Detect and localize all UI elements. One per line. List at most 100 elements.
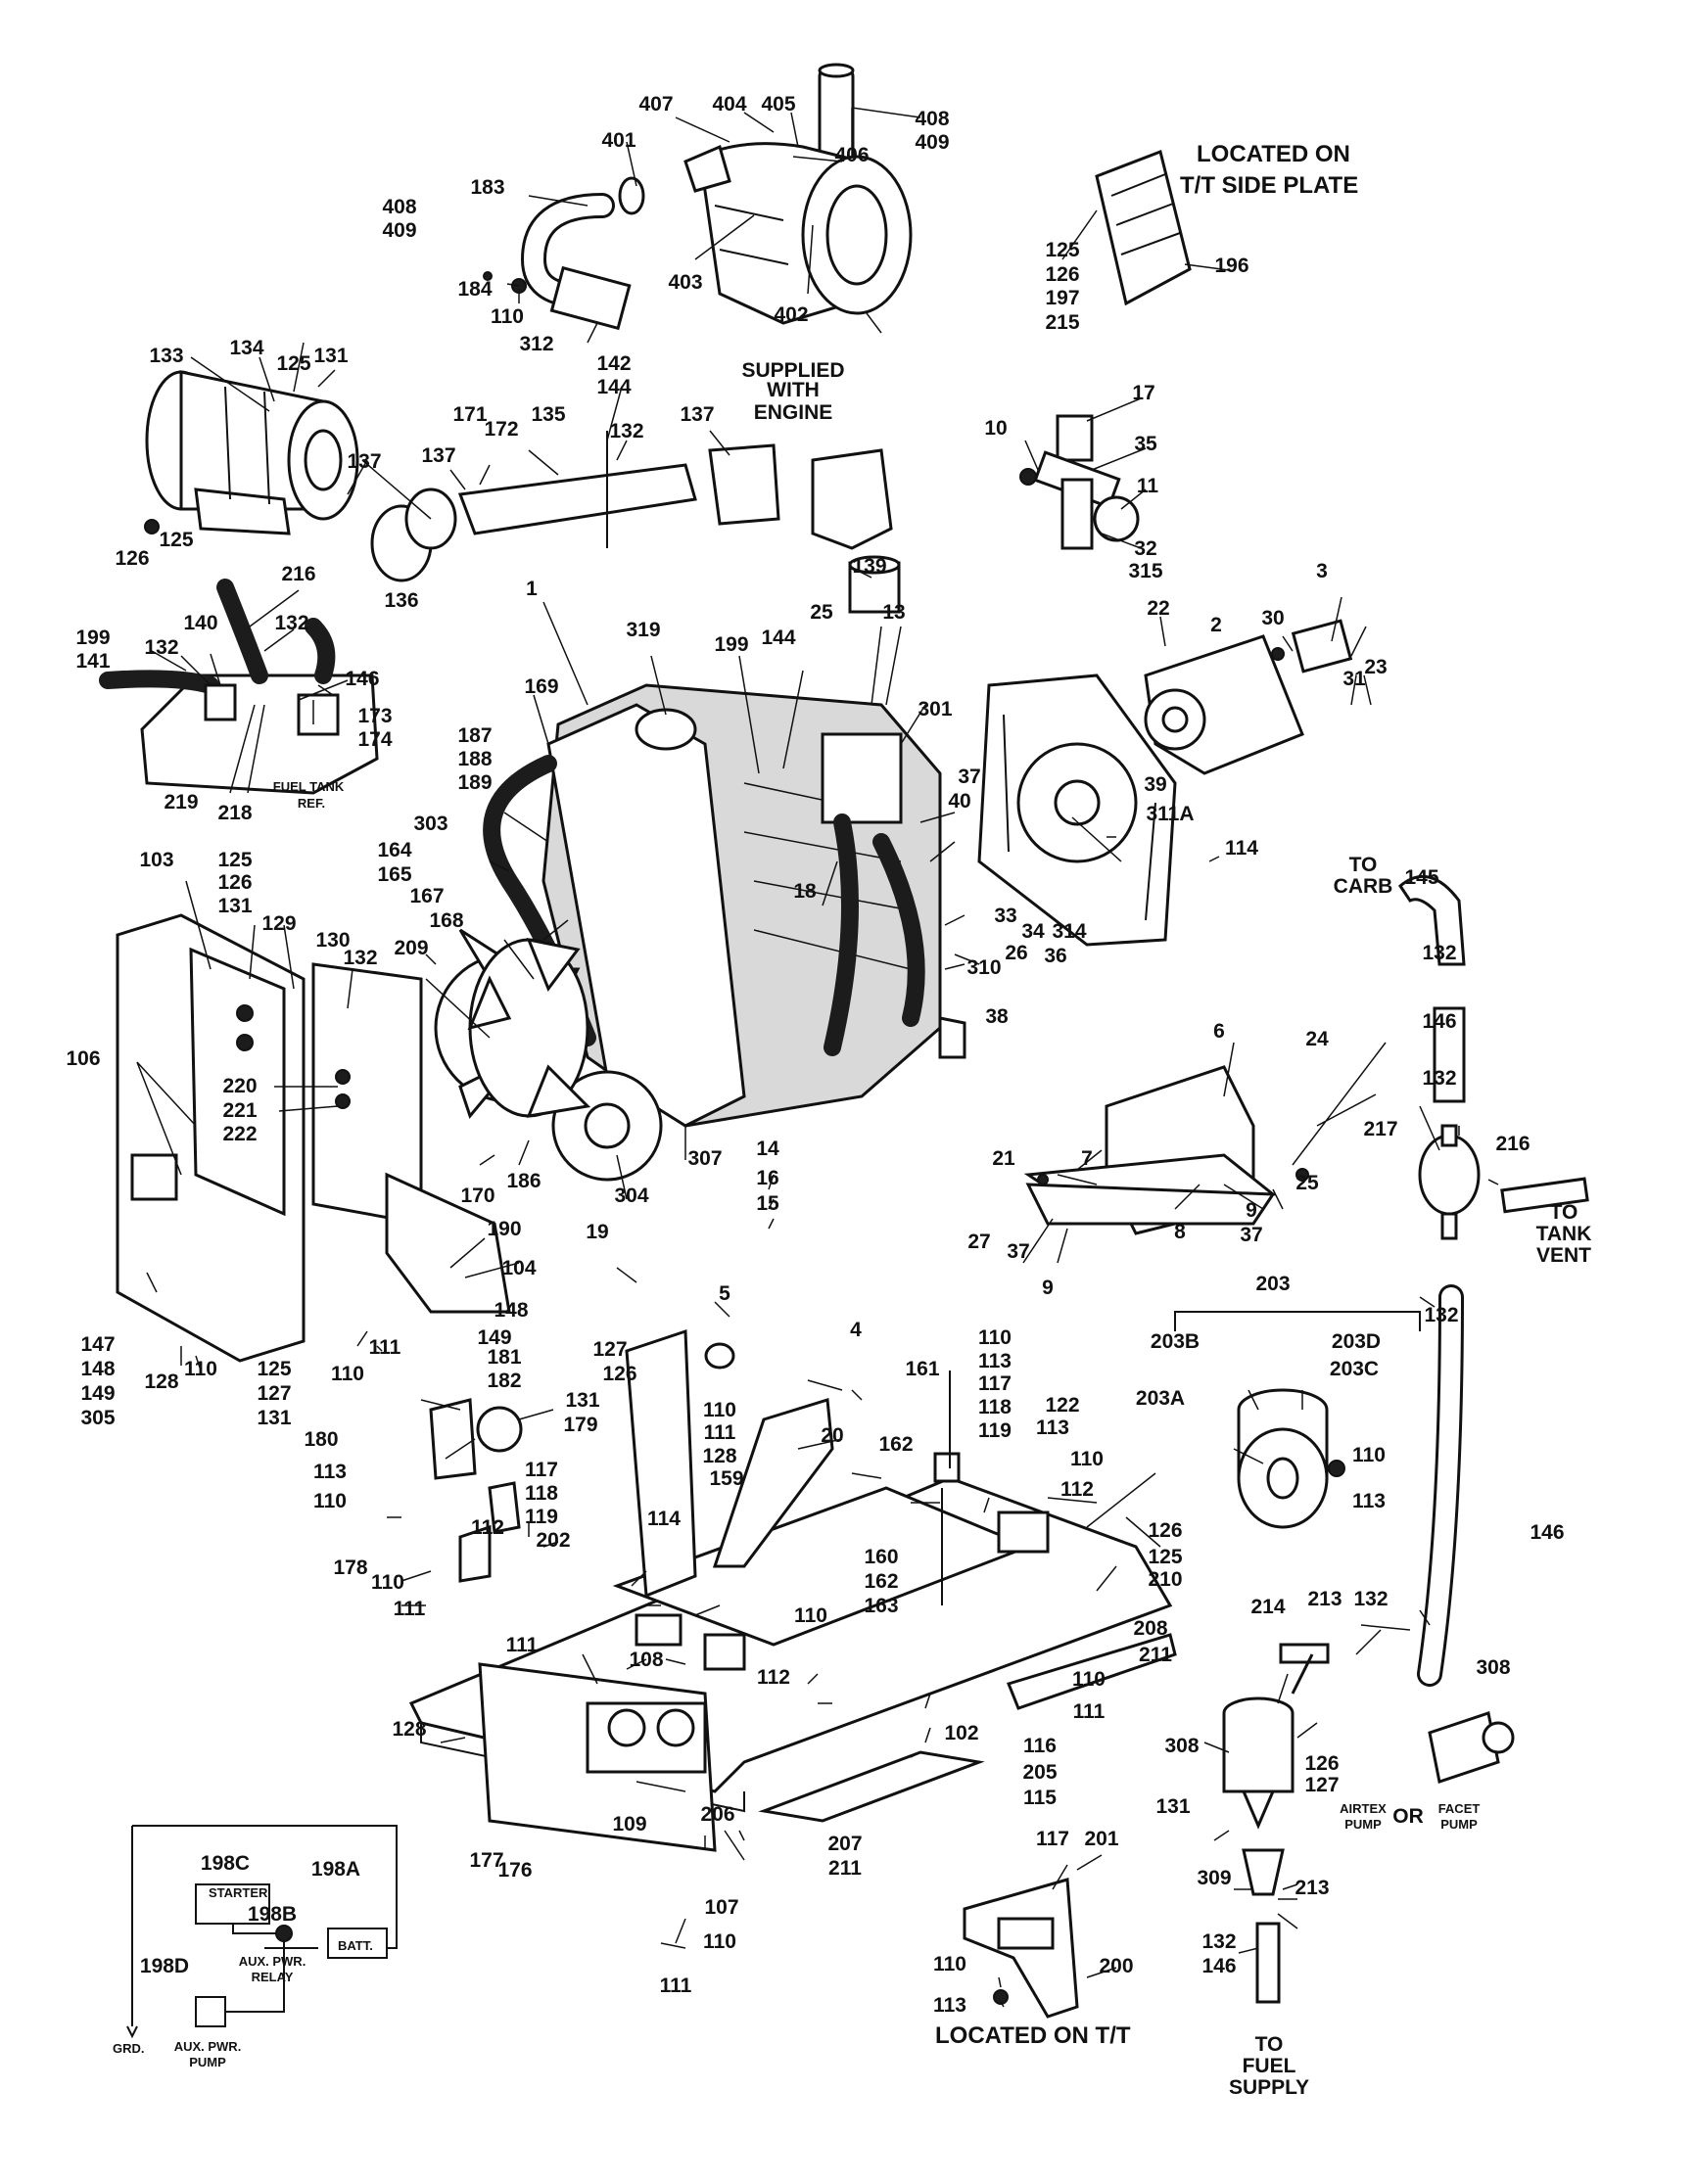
callout-6: 6 — [1213, 1020, 1225, 1043]
callout-165: 165 — [377, 863, 411, 886]
callout-221: 221 — [222, 1099, 257, 1122]
callout-126b: 126 — [115, 547, 149, 570]
note-to-carb-line2: CARB — [1334, 875, 1393, 898]
callout-14: 14 — [756, 1138, 779, 1160]
note-tank-vent-line2: TANK — [1536, 1223, 1592, 1245]
callout-118a: 118 — [978, 1396, 1012, 1418]
callout-162b: 162 — [864, 1570, 898, 1593]
callout-110g: 110 — [313, 1490, 347, 1512]
callout-5: 5 — [719, 1282, 730, 1305]
callout-113b: 113 — [1036, 1417, 1069, 1439]
callout-2: 2 — [1210, 614, 1222, 636]
callout-174: 174 — [357, 728, 392, 751]
callout-217: 217 — [1363, 1118, 1397, 1140]
side-plate-item-196 — [1095, 149, 1192, 306]
callout-199b: 199 — [714, 633, 748, 656]
callout-129: 129 — [261, 912, 296, 935]
engine-mount-brackets — [625, 1328, 1050, 1671]
callout-22: 22 — [1147, 597, 1169, 620]
note-fuel-supply-line3: SUPPLY — [1229, 2076, 1309, 2099]
air-intake-elbows — [370, 431, 901, 614]
callout-404: 404 — [712, 93, 746, 116]
callout-209: 209 — [394, 937, 428, 959]
callout-110e: 110 — [1070, 1448, 1104, 1470]
wiring-pump-label-line2: PUMP — [189, 2055, 226, 2069]
callout-408a: 408 — [915, 108, 949, 130]
callout-102: 102 — [944, 1722, 978, 1744]
callout-131e: 131 — [1155, 1795, 1190, 1818]
callout-8: 8 — [1174, 1221, 1186, 1243]
callout-30: 30 — [1261, 607, 1284, 629]
callout-200: 200 — [1099, 1955, 1133, 1977]
callout-198d: 198D — [140, 1955, 189, 1977]
callout-126d: 126 — [602, 1363, 636, 1385]
callout-112c: 112 — [757, 1666, 790, 1689]
callout-137a: 137 — [347, 450, 381, 473]
callout-128c: 128 — [392, 1718, 426, 1741]
callout-319: 319 — [626, 619, 660, 641]
callout-211a: 211 — [1139, 1644, 1172, 1666]
callout-312: 312 — [519, 333, 553, 355]
callout-19: 19 — [586, 1221, 608, 1243]
muffler-assembly — [683, 63, 913, 325]
callout-208: 208 — [1133, 1617, 1167, 1640]
callout-308a: 308 — [1476, 1656, 1510, 1679]
callout-110j: 110 — [1072, 1668, 1106, 1691]
callout-132c: 132 — [144, 636, 178, 659]
callout-135: 135 — [531, 403, 565, 426]
callout-148b: 148 — [494, 1299, 528, 1322]
note-fuel-supply-line1: TO — [1255, 2033, 1284, 2056]
callout-207: 207 — [827, 1833, 862, 1855]
callout-137b: 137 — [421, 444, 455, 467]
callout-1: 1 — [526, 578, 538, 600]
callout-130: 130 — [315, 929, 350, 952]
callout-407: 407 — [638, 93, 673, 116]
callout-179: 179 — [563, 1414, 597, 1436]
callout-142: 142 — [596, 352, 631, 375]
hydraulic-pump-2 — [1144, 619, 1353, 775]
callout-408b: 408 — [382, 196, 416, 218]
callout-126a: 126 — [1045, 263, 1079, 286]
callout-203c: 203C — [1330, 1358, 1379, 1380]
callout-34: 34 — [1021, 920, 1045, 943]
callout-203a: 203A — [1136, 1387, 1185, 1410]
callout-119a: 119 — [978, 1419, 1012, 1442]
callout-182: 182 — [487, 1370, 521, 1392]
callout-15: 15 — [756, 1192, 779, 1215]
callout-216b: 216 — [1495, 1133, 1530, 1155]
callout-184: 184 — [457, 278, 492, 301]
callout-314: 314 — [1052, 920, 1086, 943]
callout-144b: 144 — [761, 627, 795, 649]
callout-119b: 119 — [525, 1506, 558, 1528]
callout-36: 36 — [1044, 945, 1066, 967]
callout-112a: 112 — [1060, 1478, 1094, 1501]
bellhousing-311a — [977, 674, 1177, 947]
note-supplied-line1: SUPPLIED — [741, 359, 844, 382]
callout-126f: 126 — [1304, 1752, 1339, 1775]
fuel-tank-ref — [99, 579, 379, 795]
callout-104: 104 — [501, 1257, 536, 1279]
callout-113d: 113 — [313, 1461, 347, 1483]
callout-132a: 132 — [609, 420, 643, 442]
callout-9b: 9 — [1042, 1277, 1054, 1299]
callout-111e: 111 — [506, 1634, 539, 1656]
callout-181: 181 — [487, 1346, 521, 1369]
callout-409a: 409 — [915, 131, 949, 154]
callout-214: 214 — [1250, 1596, 1285, 1618]
callout-107: 107 — [704, 1896, 738, 1919]
note-to-carb-line1: TO — [1349, 854, 1378, 876]
callout-202: 202 — [536, 1529, 570, 1552]
callout-201: 201 — [1084, 1828, 1118, 1850]
callout-213a: 213 — [1307, 1588, 1342, 1610]
callout-20: 20 — [821, 1424, 843, 1447]
callout-160: 160 — [864, 1546, 898, 1568]
engine-1 — [434, 683, 966, 1182]
callout-301: 301 — [918, 698, 952, 720]
callout-203d: 203D — [1332, 1330, 1381, 1353]
callout-311a: 311A — [1146, 803, 1194, 825]
wiring-battery-label: BATT. — [338, 1938, 373, 1953]
callout-132i: 132 — [1201, 1930, 1236, 1953]
callout-307: 307 — [687, 1147, 722, 1170]
callout-305: 305 — [80, 1407, 115, 1429]
